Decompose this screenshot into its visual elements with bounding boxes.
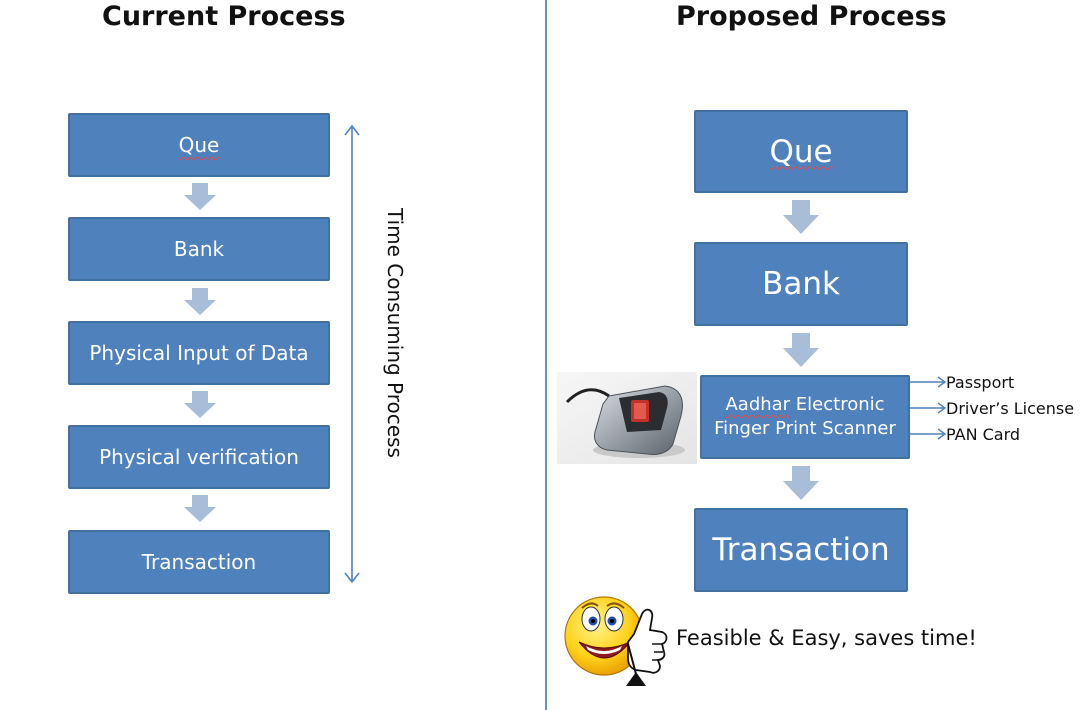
current-step-physical-input: Physical Input of Data (68, 321, 330, 385)
current-step-transaction: Transaction (68, 530, 330, 594)
proposed-step-label: Transaction (712, 532, 890, 568)
smiley-thumbs-up-icon (564, 596, 668, 686)
center-divider (545, 0, 547, 710)
current-step-label: Bank (173, 237, 225, 261)
electronic-word: Electronic (790, 394, 885, 415)
down-arrow-icon (783, 200, 819, 234)
down-arrow-icon (783, 466, 819, 500)
double-headed-arrow-icon (344, 124, 360, 584)
fingerprint-scanner-icon (557, 372, 697, 464)
feasible-easy-caption: Feasible & Easy, saves time! (676, 626, 977, 650)
scanner-line-2: Finger Print Scanner (714, 418, 896, 439)
proposed-step-label: Bank (762, 266, 840, 302)
proposed-step-aadhar-scanner: Aadhar Electronic Finger Print Scanner (700, 375, 910, 459)
proposed-step-que: Que (694, 110, 908, 193)
current-step-que: Que (68, 113, 330, 177)
document-passport: Passport (946, 373, 1015, 392)
document-pan-card: PAN Card (946, 425, 1021, 444)
down-arrow-icon (184, 391, 216, 418)
proposed-step-label: Que (769, 133, 833, 170)
current-step-label: Physical Input of Data (89, 341, 309, 365)
proposed-step-transaction: Transaction (694, 508, 908, 592)
current-step-bank: Bank (68, 217, 330, 281)
current-step-label: Physical verification (99, 445, 299, 469)
time-consuming-label: Time Consuming Process (383, 208, 407, 458)
current-step-physical-verification: Physical verification (68, 425, 330, 489)
aadhar-word: Aadhar (725, 394, 791, 415)
document-arrows-icon (910, 376, 947, 440)
proposed-process-heading: Proposed Process (676, 1, 947, 32)
down-arrow-icon (184, 183, 216, 210)
current-step-label: Que (178, 133, 220, 157)
down-arrow-icon (783, 333, 819, 367)
proposed-step-bank: Bank (694, 242, 908, 326)
down-arrow-icon (184, 495, 216, 522)
current-step-label: Transaction (141, 550, 257, 574)
scanner-line-1: Aadhar Electronic (725, 393, 884, 417)
document-drivers-license: Driver’s License (946, 399, 1075, 418)
down-arrow-icon (184, 288, 216, 315)
current-process-heading: Current Process (102, 1, 346, 32)
